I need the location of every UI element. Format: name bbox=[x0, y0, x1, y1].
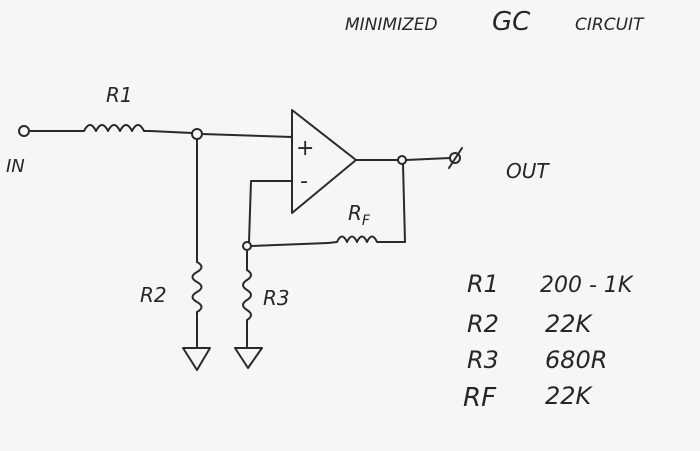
r2-ground-symbol bbox=[182, 347, 211, 371]
feedback-node bbox=[242, 241, 252, 251]
resistor-r2 bbox=[191, 261, 203, 319]
op-amp-plus-label: + bbox=[296, 136, 314, 161]
label-r1: R1 bbox=[106, 83, 133, 107]
input-terminal bbox=[18, 125, 30, 137]
input-node bbox=[191, 128, 203, 140]
table-row-r3-name: R3 bbox=[467, 346, 499, 374]
label-rf-sub: F bbox=[362, 213, 371, 229]
output-terminal bbox=[449, 152, 461, 164]
label-r3: R3 bbox=[263, 286, 290, 310]
op-amp-triangle bbox=[291, 109, 357, 214]
feedback-wire-to-node bbox=[250, 242, 329, 247]
table-row-r3-value: 680R bbox=[545, 346, 607, 374]
table-row-r2-value: 22K bbox=[545, 310, 594, 338]
title-word-minimized: MINIMIZED bbox=[345, 15, 438, 35]
title-word-circuit: CIRCUIT bbox=[575, 15, 645, 35]
wire-r1-to-node bbox=[149, 130, 193, 134]
label-rf-main: R bbox=[348, 201, 362, 225]
resistor-rf bbox=[327, 235, 383, 244]
table-row-r1-value: 200 - 1K bbox=[540, 273, 634, 298]
resistor-r1 bbox=[74, 124, 151, 132]
feedback-wire-down bbox=[381, 163, 406, 243]
table-row-rf-name: RF bbox=[463, 383, 497, 413]
wire-node-to-plus bbox=[201, 133, 293, 138]
output-terminal-slash bbox=[448, 147, 463, 169]
table-row-r1-name: R1 bbox=[467, 270, 499, 298]
op-amp-minus-label: - bbox=[300, 169, 308, 194]
label-r2: R2 bbox=[140, 283, 167, 307]
minus-input-wire bbox=[248, 180, 293, 243]
output-wire-to-terminal bbox=[405, 157, 451, 161]
values-table: R1 200 - 1K R2 22K R3 680R RF 22K bbox=[463, 270, 634, 413]
output-node bbox=[397, 155, 407, 165]
label-rf: RF bbox=[348, 201, 371, 229]
label-out: OUT bbox=[506, 159, 550, 183]
title-word-gc: GC bbox=[492, 7, 531, 37]
table-row-r2-name: R2 bbox=[467, 310, 499, 338]
table-row-rf-value: 22K bbox=[545, 382, 594, 410]
r3-ground-symbol bbox=[234, 347, 263, 369]
label-in: IN bbox=[6, 156, 25, 177]
resistor-r3 bbox=[242, 269, 252, 327]
